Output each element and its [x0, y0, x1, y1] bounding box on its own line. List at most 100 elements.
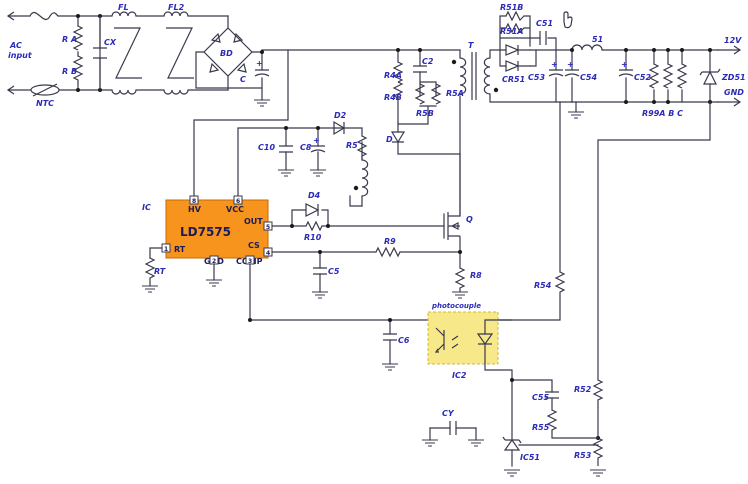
label-ic2: IC2: [452, 371, 467, 380]
label-gnd-out: GND: [724, 88, 744, 97]
label-c55: C55: [532, 393, 549, 402]
svg-text:+: +: [256, 59, 263, 68]
resistor-r99b: [662, 63, 674, 89]
resistor-r5b: [414, 83, 426, 105]
label-inductor-51: 51: [592, 35, 603, 44]
choke-fl2-core: [166, 27, 194, 79]
label-zd51: ZD51: [721, 73, 746, 82]
resistor-r5a: [430, 83, 442, 105]
capacitor-c8: [310, 145, 326, 153]
ac-input-arrow-top: [7, 11, 15, 21]
label-d2: D2: [334, 111, 347, 120]
ic-pin-vcc: VCC: [226, 205, 244, 214]
resistor-r55: [546, 409, 558, 431]
ic-pin-hv: HV: [188, 205, 202, 214]
capacitor-c53: [548, 69, 564, 77]
label-r4b: R4B: [384, 93, 402, 102]
label-d4: D4: [308, 191, 321, 200]
ic-pin-num-comp: 3: [248, 258, 252, 265]
label-c54: C54: [580, 73, 597, 82]
label-rt: RT: [154, 267, 166, 276]
label-r10: R10: [304, 233, 322, 242]
label-r99abc: R99A B C: [642, 109, 683, 118]
label-bd: BD: [220, 49, 233, 58]
mosfet-q: [447, 206, 461, 258]
label-c10: C10: [258, 143, 275, 152]
diode-d4: [305, 203, 320, 217]
resistor-r10: [305, 220, 323, 232]
transformer-t: T: [353, 41, 499, 217]
gate-drive-section: D4 R10 Q R9 R8 C5: [271, 153, 482, 299]
ac-input-arrow-bottom: [7, 85, 15, 95]
secondary-section: + + + R51B R51A C51 CR51 51: [489, 3, 746, 119]
rectifier-diode-lower: [505, 60, 520, 72]
resistor-r99a: [648, 63, 660, 89]
inductor-fl2-bottom: [163, 89, 189, 95]
ic-pin-num-gnd: 2: [212, 258, 216, 265]
capacitor-c2: [413, 65, 427, 73]
label-12v: 12V: [724, 36, 742, 45]
ic-pin-out: OUT: [244, 217, 263, 226]
label-r9: R9: [384, 237, 396, 246]
vcc-supply-section: + C10 C8 D2 R5: [237, 111, 368, 207]
shunt-regulator-ic51: [502, 436, 522, 451]
svg-text:+: +: [313, 136, 320, 145]
svg-text:+: +: [551, 60, 558, 69]
inductor-fl-bottom: [111, 89, 137, 95]
diode-d: [390, 131, 406, 144]
resistor-rt: [144, 257, 156, 286]
label-cx: CX: [104, 38, 117, 47]
ground-symbol-secondary: [568, 111, 584, 119]
capacitor-c: [254, 69, 270, 77]
svg-text:+: +: [621, 60, 628, 69]
rectifier-diode-upper: [505, 44, 520, 56]
choke-fl-core: [114, 27, 142, 79]
label-c5: C5: [328, 267, 340, 276]
resistor-r4a: [392, 61, 404, 83]
label-c53: C53: [528, 73, 545, 82]
ic-pin-rt: RT: [174, 245, 186, 254]
label-r8: R8: [470, 271, 482, 280]
label-t: T: [468, 41, 474, 50]
resistor-rb: [72, 55, 84, 84]
label-r5a: R5A: [446, 89, 464, 98]
phototransistor-icon: [434, 327, 445, 353]
resistor-r9: [375, 246, 401, 258]
label-r55: R55: [532, 423, 550, 432]
ic-pin-num-out: 5: [266, 224, 270, 231]
label-c8: C8: [300, 143, 312, 152]
label-c6: C6: [398, 336, 410, 345]
resistor-r53: [592, 437, 604, 466]
bridge-rectifier-bd: BD + C: [195, 15, 399, 107]
inductor-fl2-top: [163, 11, 189, 17]
output-arrow-gnd: [733, 97, 741, 107]
capacitor-c10: [279, 145, 293, 153]
label-cr51: CR51: [502, 75, 525, 84]
resistor-r8: [454, 267, 466, 292]
label-c52: C52: [634, 73, 651, 82]
ic-pin-num-rt: 1: [164, 246, 168, 253]
resistor-r52: [592, 379, 604, 408]
transformer-secondary-winding: [483, 57, 491, 95]
label-r51a: R51A: [500, 27, 523, 36]
primary-snubber-section: R4A R4B C2 R5A R5B D: [384, 48, 464, 155]
label-r5: R5: [346, 141, 358, 150]
label-q: Q: [466, 215, 473, 224]
feedback-section: C6 photocouple IC2 R54 R52 R53 C55 R55: [248, 101, 711, 477]
svg-text:+: +: [567, 60, 574, 69]
label-photocouple: photocouple: [431, 302, 481, 310]
label-ntc: NTC: [36, 99, 54, 108]
capacitor-c52: [618, 69, 634, 77]
capacitor-c51: [539, 31, 547, 45]
ac-input-label-line2: input: [8, 51, 33, 60]
ic-part-name: LD7575: [180, 225, 231, 239]
capacitor-c54: [564, 69, 580, 77]
label-fl2: FL2: [168, 3, 185, 12]
capacitor-c6: [383, 333, 397, 341]
label-r4a: R4A: [384, 71, 402, 80]
label-d: D: [386, 135, 393, 144]
output-inductor-51: [571, 44, 603, 51]
label-fl: FL: [118, 3, 129, 12]
optocoupler-ic2: [427, 311, 499, 365]
